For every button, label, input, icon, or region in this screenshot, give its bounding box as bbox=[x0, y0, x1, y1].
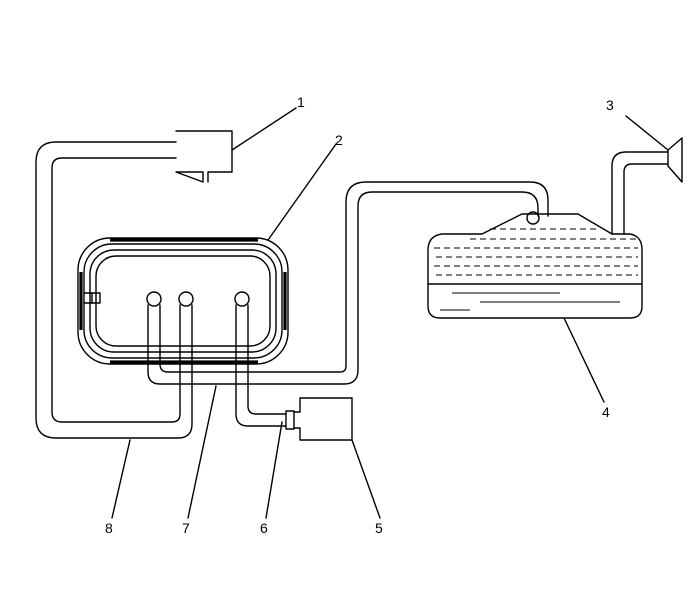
component-2-core bbox=[77, 237, 289, 365]
core-fittings bbox=[146, 291, 250, 307]
hose-7 bbox=[147, 181, 549, 385]
callout-1: 1 bbox=[297, 94, 305, 110]
component-1-box bbox=[175, 130, 233, 183]
callout-7: 7 bbox=[182, 520, 190, 536]
leader-lines bbox=[111, 107, 669, 519]
hose-8 bbox=[35, 141, 193, 439]
callout-4: 4 bbox=[602, 404, 610, 420]
component-4-reservoir bbox=[427, 211, 643, 319]
callout-numbers: 1 2 3 4 5 6 7 8 bbox=[105, 94, 614, 536]
callout-2: 2 bbox=[335, 132, 343, 148]
component-5-box bbox=[293, 397, 353, 441]
callout-6: 6 bbox=[260, 520, 268, 536]
callout-5: 5 bbox=[375, 520, 383, 536]
hose-6 bbox=[235, 304, 295, 430]
callout-8: 8 bbox=[105, 520, 113, 536]
component-3-filler-neck bbox=[611, 137, 683, 235]
callout-3: 3 bbox=[606, 97, 614, 113]
